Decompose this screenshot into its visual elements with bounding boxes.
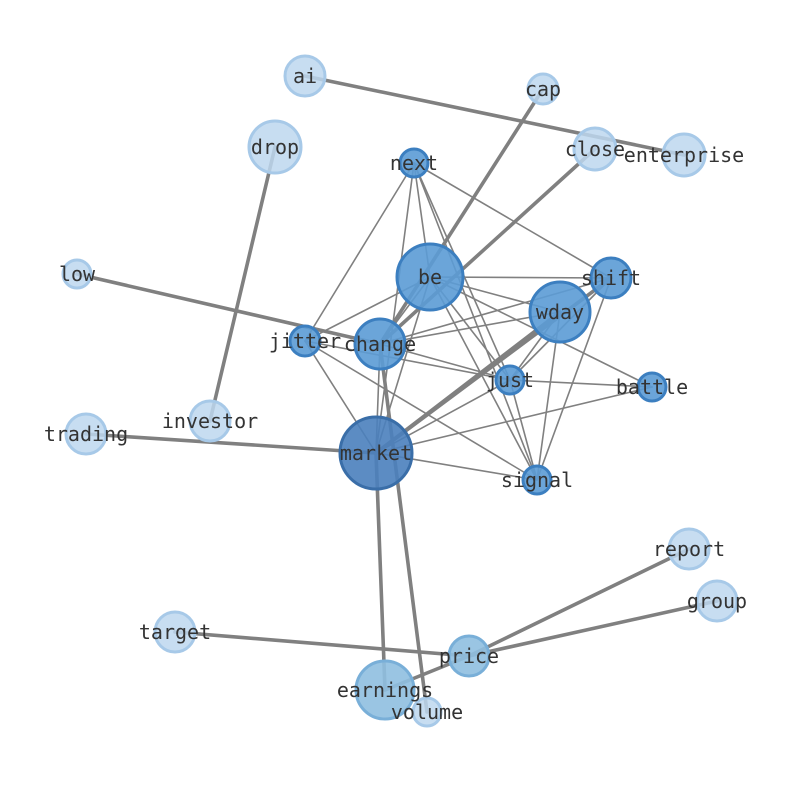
node-label-just: just <box>486 368 534 392</box>
node-label-jitter: jitter <box>269 329 341 353</box>
edge-price-report <box>467 547 691 658</box>
node-trading <box>64 412 108 456</box>
node-label-market: market <box>340 441 412 465</box>
edge-target-price <box>173 630 471 658</box>
node-volume <box>411 696 443 728</box>
nodes-layer <box>61 54 739 728</box>
node-market <box>338 415 414 491</box>
edge-shift-signal <box>536 277 612 481</box>
node-label-enterprise: enterprise <box>624 143 744 167</box>
node-label-shift: shift <box>581 266 641 290</box>
node-label-wday: wday <box>536 300 584 324</box>
node-label-next: next <box>390 151 438 175</box>
node-label-price: price <box>439 644 499 668</box>
node-close <box>572 126 618 172</box>
edge-be-signal <box>429 276 538 481</box>
node-label-group: group <box>687 589 747 613</box>
node-change <box>353 317 407 371</box>
node-label-battle: battle <box>616 375 688 399</box>
node-label-drop: drop <box>251 135 299 159</box>
node-label-volume: volume <box>391 700 463 724</box>
edge-next-jitter <box>304 162 415 342</box>
node-target <box>153 610 197 654</box>
node-be <box>395 242 465 312</box>
node-cap <box>526 72 560 106</box>
edge-trading-market <box>84 432 378 455</box>
node-enterprise <box>661 132 707 178</box>
node-earnings <box>354 659 416 721</box>
node-jitter <box>288 324 322 358</box>
node-label-investor: investor <box>162 409 258 433</box>
node-label-be: be <box>418 265 442 289</box>
node-price <box>447 634 491 678</box>
edge-drop-investor <box>208 145 277 423</box>
edge-next-market <box>375 162 415 454</box>
node-label-low: low <box>59 262 96 286</box>
node-signal <box>521 464 553 496</box>
node-label-target: target <box>139 620 211 644</box>
node-label-earnings: earnings <box>337 678 433 702</box>
node-low <box>61 258 93 290</box>
node-investor <box>188 399 232 443</box>
edge-low-change <box>75 272 382 346</box>
node-label-cap: cap <box>525 77 561 101</box>
edge-next-signal <box>413 162 538 481</box>
node-label-trading: trading <box>44 422 128 446</box>
node-report <box>667 527 711 571</box>
edge-ai-enterprise <box>303 74 686 157</box>
edge-market-battle <box>375 386 653 454</box>
node-drop <box>247 119 303 175</box>
node-wday <box>528 280 592 344</box>
node-just <box>494 364 526 396</box>
node-label-change: change <box>344 332 416 356</box>
node-label-signal: signal <box>501 468 573 492</box>
node-shift <box>589 256 633 300</box>
node-ai <box>283 54 327 98</box>
node-label-ai: ai <box>293 64 317 88</box>
edge-just-battle <box>509 379 653 388</box>
edge-price-group <box>467 599 719 658</box>
node-label-close: close <box>565 137 625 161</box>
node-next <box>398 147 430 179</box>
edge-jitter-just <box>304 340 511 381</box>
node-label-report: report <box>653 537 725 561</box>
edge-just-signal <box>509 379 538 481</box>
edge-change-close <box>378 147 597 346</box>
edge-jitter-signal <box>304 340 538 481</box>
node-group <box>695 579 739 623</box>
node-battle <box>636 371 668 403</box>
edge-next-shift <box>413 162 612 279</box>
